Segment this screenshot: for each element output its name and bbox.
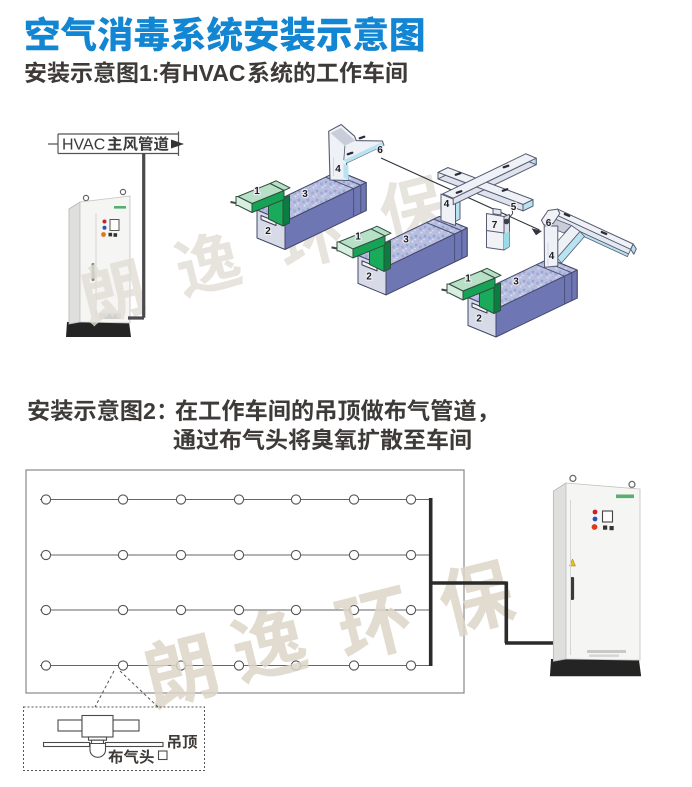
- svg-text:6: 6: [377, 145, 383, 156]
- svg-text:1: 1: [465, 274, 471, 285]
- svg-text:4: 4: [549, 251, 555, 262]
- svg-text:1: 1: [254, 186, 260, 197]
- svg-text:4: 4: [335, 164, 341, 175]
- svg-text:1: 1: [355, 231, 361, 242]
- svg-text:2: 2: [476, 314, 482, 325]
- svg-text:1:: 1:: [139, 60, 159, 86]
- svg-text:HVAC: HVAC: [182, 60, 245, 86]
- svg-text:3: 3: [403, 234, 409, 245]
- svg-text:4: 4: [444, 199, 450, 210]
- svg-text:7: 7: [492, 220, 498, 231]
- svg-text:2: 2: [265, 226, 271, 237]
- svg-text:3: 3: [513, 277, 519, 288]
- svg-text:6: 6: [546, 218, 552, 229]
- svg-text:3: 3: [302, 189, 308, 200]
- svg-text:2: 2: [366, 271, 372, 282]
- svg-text:5: 5: [511, 202, 517, 213]
- svg-text:HVAC: HVAC: [62, 137, 105, 154]
- svg-text:2: 2: [143, 398, 156, 424]
